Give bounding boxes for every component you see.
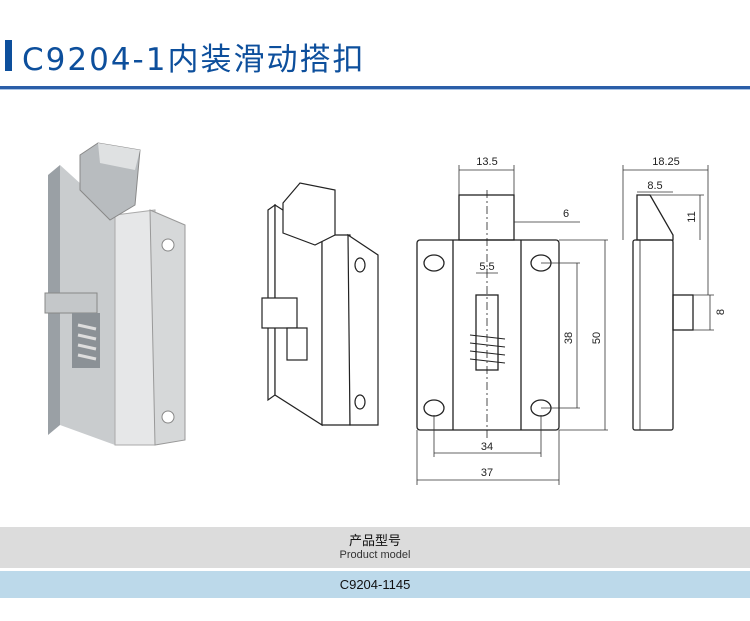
title-accent-bar: [5, 40, 12, 71]
front-view: [416, 190, 560, 440]
side-view: [632, 194, 694, 431]
header-product-model-zh: 产品型号: [348, 534, 401, 549]
dim-hole-span: 34: [481, 441, 493, 453]
dim-knob: 8: [715, 309, 727, 315]
side-dimension-lines: [622, 165, 714, 331]
dim-side-depth: 18.25: [652, 156, 680, 168]
front-dimension-lines: [416, 165, 608, 485]
table-row: C9204-1145: [0, 571, 750, 598]
page-title: C9204-1内装滑动搭扣: [22, 42, 366, 78]
isometric-drawing: [261, 182, 379, 427]
dim-width: 37: [481, 467, 493, 479]
header-product-model-en: Product model: [339, 549, 411, 561]
dim-hole-pitch: 38: [563, 332, 575, 344]
dim-height: 50: [591, 332, 603, 344]
table-header: 产品型号 Product model: [0, 527, 750, 568]
dim-bevel-height: 11: [686, 211, 698, 222]
product-drawings: 13.5 6 5.5 38 50 34 37 18.25 8.5 11 8: [44, 142, 727, 485]
model-cell: C9204-1145: [339, 577, 411, 592]
title-divider: [0, 86, 750, 89]
dim-top-width: 13.5: [476, 156, 497, 168]
dim-slot: 5.5: [479, 261, 494, 273]
dim-offset: 6: [563, 208, 569, 220]
product-photo: [44, 142, 186, 446]
dim-bevel: 8.5: [647, 180, 662, 192]
title-divider-light: [0, 89, 750, 90]
